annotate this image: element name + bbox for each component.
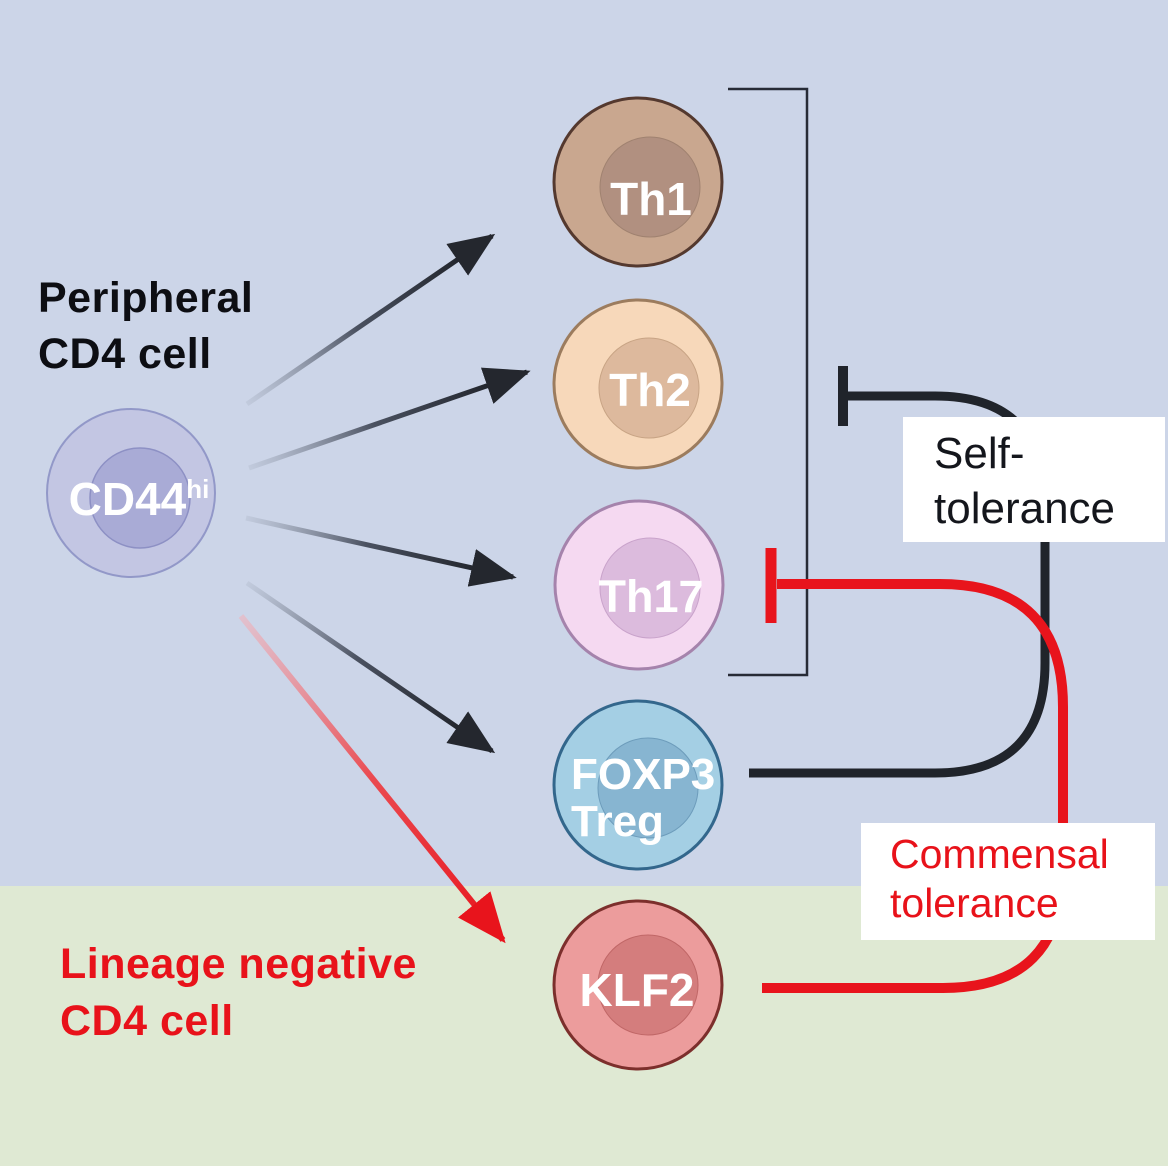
lineage-negative-label: Lineage negative CD4 cell (60, 940, 417, 1045)
th2-cell-label: Th2 (609, 364, 691, 416)
cd44-cell-nucleus (89, 447, 191, 549)
arrow-cd44-to-th1 (245, 233, 496, 407)
cd44-label-text: CD44 (68, 473, 187, 525)
th2-cell-nucleus (598, 337, 700, 439)
cd44-cell-label: CD44hi (69, 472, 210, 526)
th17-cell (553, 499, 725, 671)
th17-cell-nucleus (599, 537, 701, 639)
th2-cell (552, 298, 724, 470)
th1-cell-label: Th1 (610, 173, 692, 225)
arrow-cd44-to-th17 (245, 515, 517, 587)
klf2-cell-nucleus (597, 934, 699, 1036)
klf2-cell (552, 899, 724, 1071)
cd44-label-superscript: hi (186, 474, 210, 504)
commensal-tolerance-label: Commensal tolerance (890, 831, 1109, 926)
self-tolerance-label: Self- tolerance (934, 429, 1116, 533)
klf2-cell-label: KLF2 (579, 964, 695, 1016)
cd44-cell (46, 408, 216, 578)
commensal-tolerance-box: Commensal tolerance (861, 823, 1155, 940)
arrow-cd44-to-foxp3 (245, 580, 496, 754)
inhibition-path-klf2-th17 (762, 579, 1068, 993)
th1-cell-nucleus (599, 136, 701, 238)
foxp3-cell-nucleus (597, 737, 699, 839)
peripheral-cd4-label: Peripheral CD4 cell (38, 274, 254, 378)
arrow-cd44-to-klf2 (238, 614, 506, 944)
inhibition-path-foxp3-self-tolerance (749, 391, 1050, 778)
arrow-cd44-to-th2 (248, 367, 531, 471)
th1-cell (552, 96, 724, 268)
th17-cell-label: Th17 (598, 571, 704, 622)
foxp3-treg-cell (552, 699, 724, 871)
foxp3-cell-label: FOXP3 Treg (571, 750, 716, 846)
self-tolerance-box: Self- tolerance (903, 417, 1165, 542)
th-group-bracket (728, 87, 809, 677)
